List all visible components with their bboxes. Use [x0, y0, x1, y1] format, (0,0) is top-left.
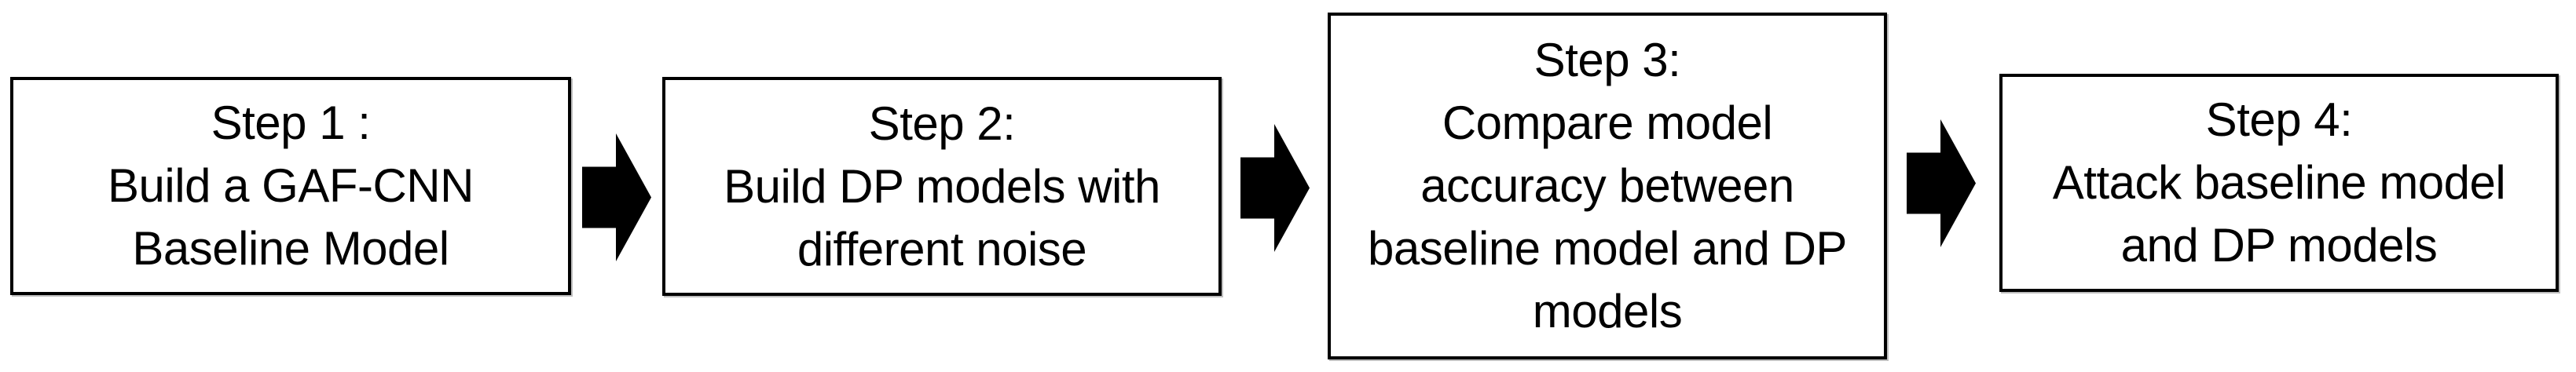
step-1-line-2: Build a GAF-CNN — [108, 159, 474, 212]
step-3-line-1: Step 3: — [1534, 34, 1681, 86]
step-3-line-2: Compare model — [1442, 97, 1773, 149]
step-3-box: Step 3: Compare model accuracy between b… — [1328, 13, 1887, 359]
step-2-line-1: Step 2: — [868, 97, 1016, 150]
step-3-line-3: accuracy between — [1420, 159, 1794, 212]
step-3-line-5: models — [1532, 285, 1683, 337]
step-3-line-4: baseline model and DP — [1368, 222, 1847, 275]
step-4-box: Step 4: Attack baseline model and DP mod… — [1999, 74, 2559, 292]
step-2-line-3: different noise — [797, 222, 1087, 275]
step-4-line-1: Step 4: — [2205, 93, 2353, 146]
step-1-line-3: Baseline Model — [132, 222, 449, 275]
right-arrow-icon — [582, 133, 651, 261]
right-arrow-icon — [1907, 119, 1976, 247]
step-1-line-1: Step 1 : — [211, 97, 371, 149]
step-1-box: Step 1 : Build a GAF-CNN Baseline Model — [10, 77, 571, 295]
right-arrow-icon — [1240, 124, 1310, 252]
step-2-box: Step 2: Build DP models with different n… — [662, 77, 1222, 296]
step-4-line-3: and DP models — [2120, 219, 2438, 272]
step-2-line-2: Build DP models with — [724, 159, 1160, 213]
step-4-line-2: Attack baseline model — [2052, 156, 2506, 209]
